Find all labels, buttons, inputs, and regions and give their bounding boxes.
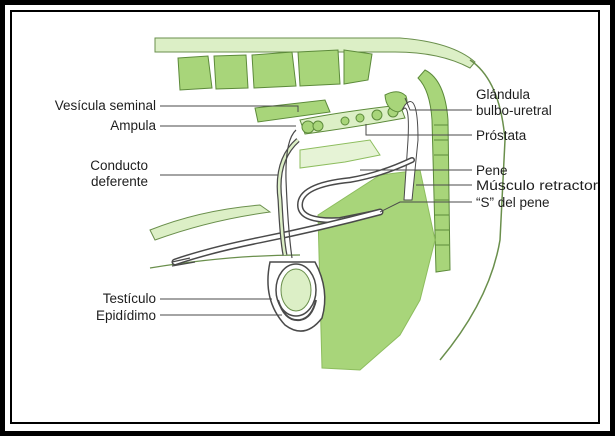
label-s-del-pene: “S” del pene bbox=[476, 195, 550, 210]
label-testiculo: Testículo bbox=[103, 291, 156, 306]
label-ampula: Ampula bbox=[110, 118, 156, 133]
label-epididimo: Epidídimo bbox=[96, 308, 156, 323]
label-glandula-line2: bulbo-uretral bbox=[476, 103, 552, 118]
label-prostata: Próstata bbox=[476, 128, 527, 143]
thigh-muscle-region bbox=[318, 170, 435, 370]
label-conducto-line1: Conducto bbox=[90, 158, 148, 173]
label-pene: Pene bbox=[476, 163, 508, 178]
belly-wall bbox=[150, 205, 270, 240]
label-conducto-line2: deferente bbox=[91, 174, 148, 189]
label-glandula-line1: Glándula bbox=[476, 87, 531, 102]
label-vesicula-seminal: Vesícula seminal bbox=[55, 98, 156, 113]
vertebrae-group bbox=[178, 50, 372, 90]
testis-inner bbox=[281, 269, 311, 311]
pelvic-bone bbox=[300, 140, 380, 168]
label-musculo-retractor: Músculo retractor bbox=[476, 178, 599, 193]
